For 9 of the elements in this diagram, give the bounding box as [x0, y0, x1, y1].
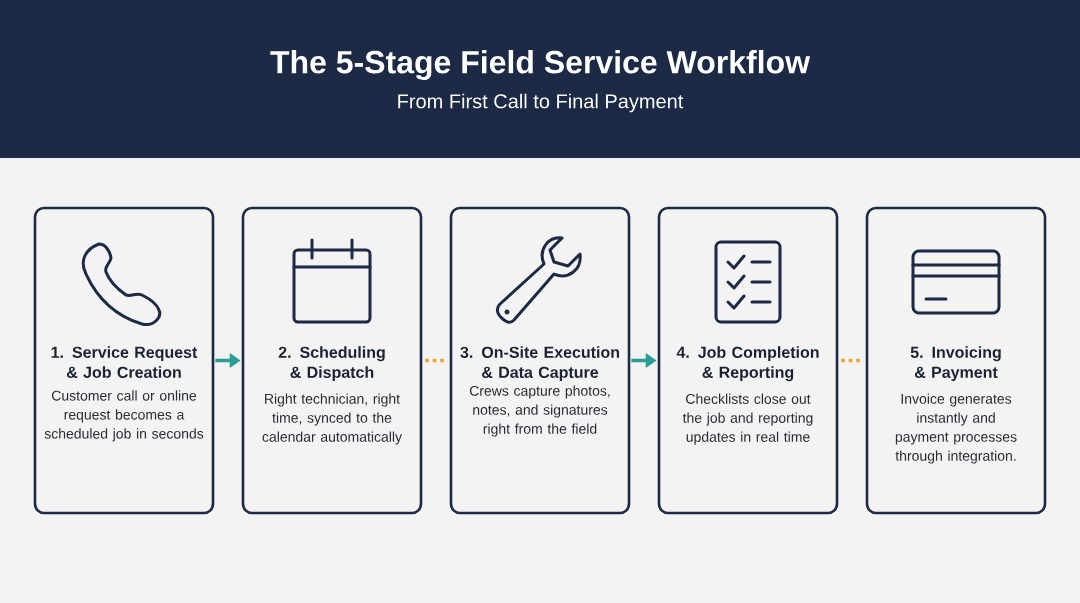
step-card: 1. Service Request & Job Creation Customer call or online request becomes a scheduled job in seconds — [33, 206, 215, 515]
subtitle: From First Call to Final Payment — [398, 93, 684, 113]
dotted-connector — [425, 358, 447, 363]
step-card: 5. Invoicing & Payment Invoice generates instantly and payment processes through integration. — [865, 206, 1047, 515]
title: The 5-Stage Field Service Workflow — [270, 50, 811, 80]
dotted-connector — [841, 358, 863, 363]
step-card: 4. Job Completion & Reporting Checklists close out the job and reporting updates in real time — [657, 206, 839, 515]
step-card: 3. On-Site Execution & Data Capture Crews capture photos, notes, and signatures right from the field — [449, 206, 631, 515]
step-card: 2. Scheduling & Dispatch Right technician, right time, synced to the calendar automatically — [241, 206, 423, 515]
